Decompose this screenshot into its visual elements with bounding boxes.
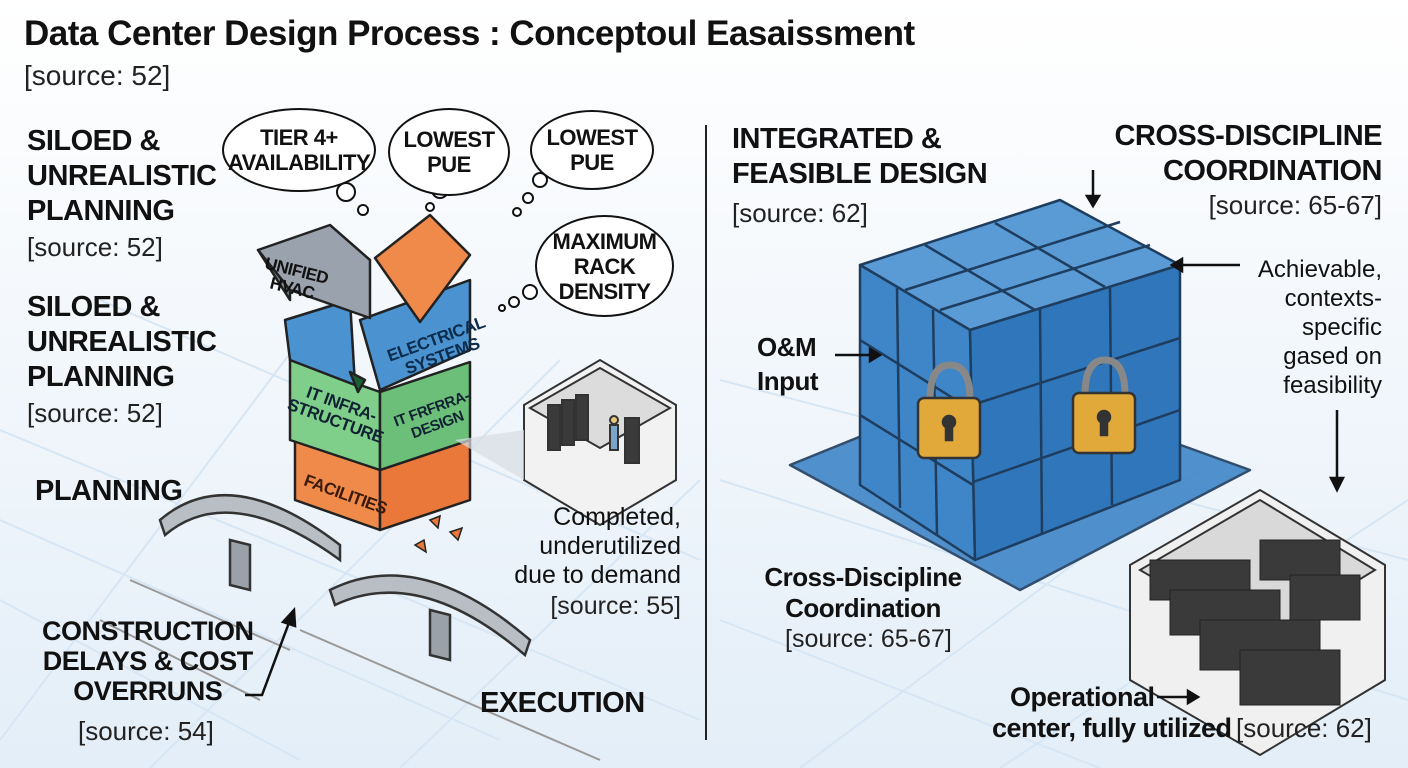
siloed-source-2: [source: 52] bbox=[27, 398, 163, 428]
block-tower bbox=[256, 213, 472, 532]
debris bbox=[413, 514, 464, 554]
operational-line: center, fully utilized [source: 62] bbox=[992, 713, 1372, 744]
operational-line2: center, fully utilized bbox=[992, 713, 1232, 743]
execution-label: EXECUTION bbox=[480, 687, 645, 719]
siloed-source-1: [source: 52] bbox=[27, 232, 163, 262]
completed-source: [source: 55] bbox=[550, 592, 681, 620]
broken-bridge bbox=[99, 493, 601, 761]
operational-source: [source: 62] bbox=[1236, 713, 1372, 743]
cross-discipline-bottom: Cross-Discipline Coordination bbox=[764, 562, 962, 623]
operational-label: Operational bbox=[1010, 682, 1155, 712]
padlock-icons bbox=[916, 356, 1137, 460]
panel-divider bbox=[705, 125, 707, 740]
thought-bubble-lowest-pue-2: LOWEST PUE bbox=[530, 110, 654, 190]
block-orange-top bbox=[373, 213, 472, 324]
cross-discipline-top-source: [source: 65-67] bbox=[1208, 190, 1382, 220]
thought-bubble-tier4: TIER 4+ AVAILABILITY bbox=[222, 108, 376, 192]
cross-discipline-top: CROSS-DISCIPLINE COORDINATION bbox=[1114, 120, 1382, 187]
thought-bubble-max-density: MAXIMUM RACK DENSITY bbox=[535, 215, 674, 317]
completed-label: Completed, underutilized due to demand bbox=[514, 503, 681, 589]
arrows bbox=[245, 170, 1346, 706]
title-source: [source: 52] bbox=[24, 60, 171, 91]
integrated-heading: INTEGRATED & FEASIBLE DESIGN bbox=[732, 123, 988, 190]
om-input-label: O&M Input bbox=[757, 332, 819, 396]
page-title: Data Center Design Process : Conceptoul … bbox=[24, 14, 915, 53]
construction-source: [source: 54] bbox=[78, 716, 214, 746]
integrated-source: [source: 62] bbox=[732, 198, 868, 228]
utilized-room bbox=[1129, 488, 1386, 757]
cross-discipline-bottom-source: [source: 65-67] bbox=[785, 625, 952, 653]
thought-bubble-lowest-pue-1: LOWEST PUE bbox=[388, 108, 510, 196]
siloed-heading-2: SILOED & UNREALISTIC PLANNING bbox=[27, 291, 217, 393]
construction-label: CONSTRUCTION DELAYS & COST OVERRUNS bbox=[42, 616, 254, 706]
siloed-heading-1: SILOED & UNREALISTIC PLANNING bbox=[27, 125, 217, 227]
planning-label: PLANNING bbox=[35, 475, 183, 507]
achievable-label: Achievable, contexts- specific gased on … bbox=[1257, 256, 1382, 399]
underutilized-room bbox=[455, 358, 677, 527]
